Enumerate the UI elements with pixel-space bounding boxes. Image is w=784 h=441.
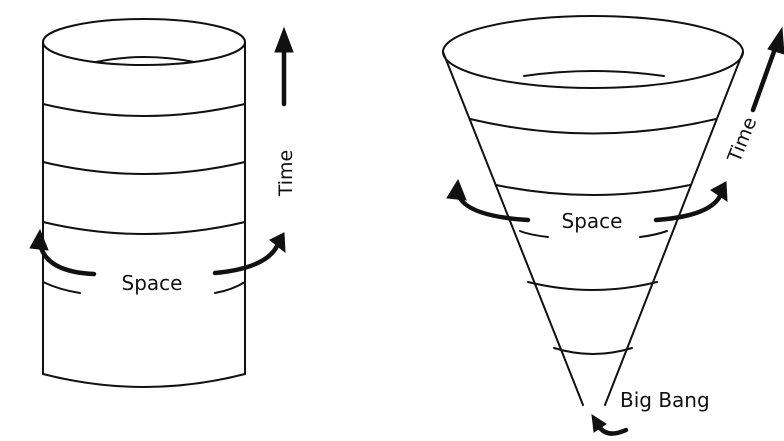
left-space-rotation-arrow	[29, 228, 286, 277]
right-space-arrowhead-left	[446, 178, 467, 201]
cylinder-slice	[42, 221, 246, 235]
right-time-label: Time	[723, 114, 761, 166]
left-space-label: Space	[122, 271, 183, 295]
cone-left-side	[442, 51, 584, 406]
cylinder-slice-right-part	[214, 281, 246, 294]
left-time-arrowhead	[274, 26, 294, 53]
cone-universe	[442, 15, 744, 406]
cone-slice	[527, 281, 658, 291]
cone-slice	[469, 118, 717, 135]
cone-slice-right-part	[639, 230, 668, 238]
cone-top-rim	[442, 15, 744, 89]
left-time-label: Time	[275, 150, 297, 198]
right-space-label: Space	[562, 209, 623, 233]
cylinder-top-rim	[42, 18, 246, 66]
cone-slice-left-part	[519, 230, 549, 238]
left-space-arrowhead-left	[29, 228, 49, 251]
cylinder-slice-left-part	[42, 281, 81, 294]
right-time-arrowhead	[767, 26, 784, 55]
cylinder-top-inner-arc	[95, 56, 195, 63]
right-space-arrowhead-right	[710, 181, 728, 202]
cylinder-bottom-rim	[42, 373, 246, 388]
left-time-arrow	[274, 26, 294, 107]
big-bang-arrowhead	[591, 414, 607, 433]
cone-slice	[553, 347, 633, 355]
cylinder-universe	[42, 18, 246, 388]
left-space-arrowhead-right	[269, 232, 286, 254]
big-bang-arrow	[591, 414, 629, 436]
big-bang-label: Big Bang	[620, 388, 710, 412]
right-time-arrow	[750, 26, 784, 113]
cylinder-slice	[42, 103, 246, 117]
cylinder-slice	[42, 161, 246, 175]
cone-top-inner-arc	[523, 70, 665, 77]
right-space-rotation-arrow	[446, 178, 728, 223]
cone-slice	[495, 184, 691, 196]
cone-right-side	[604, 51, 744, 406]
